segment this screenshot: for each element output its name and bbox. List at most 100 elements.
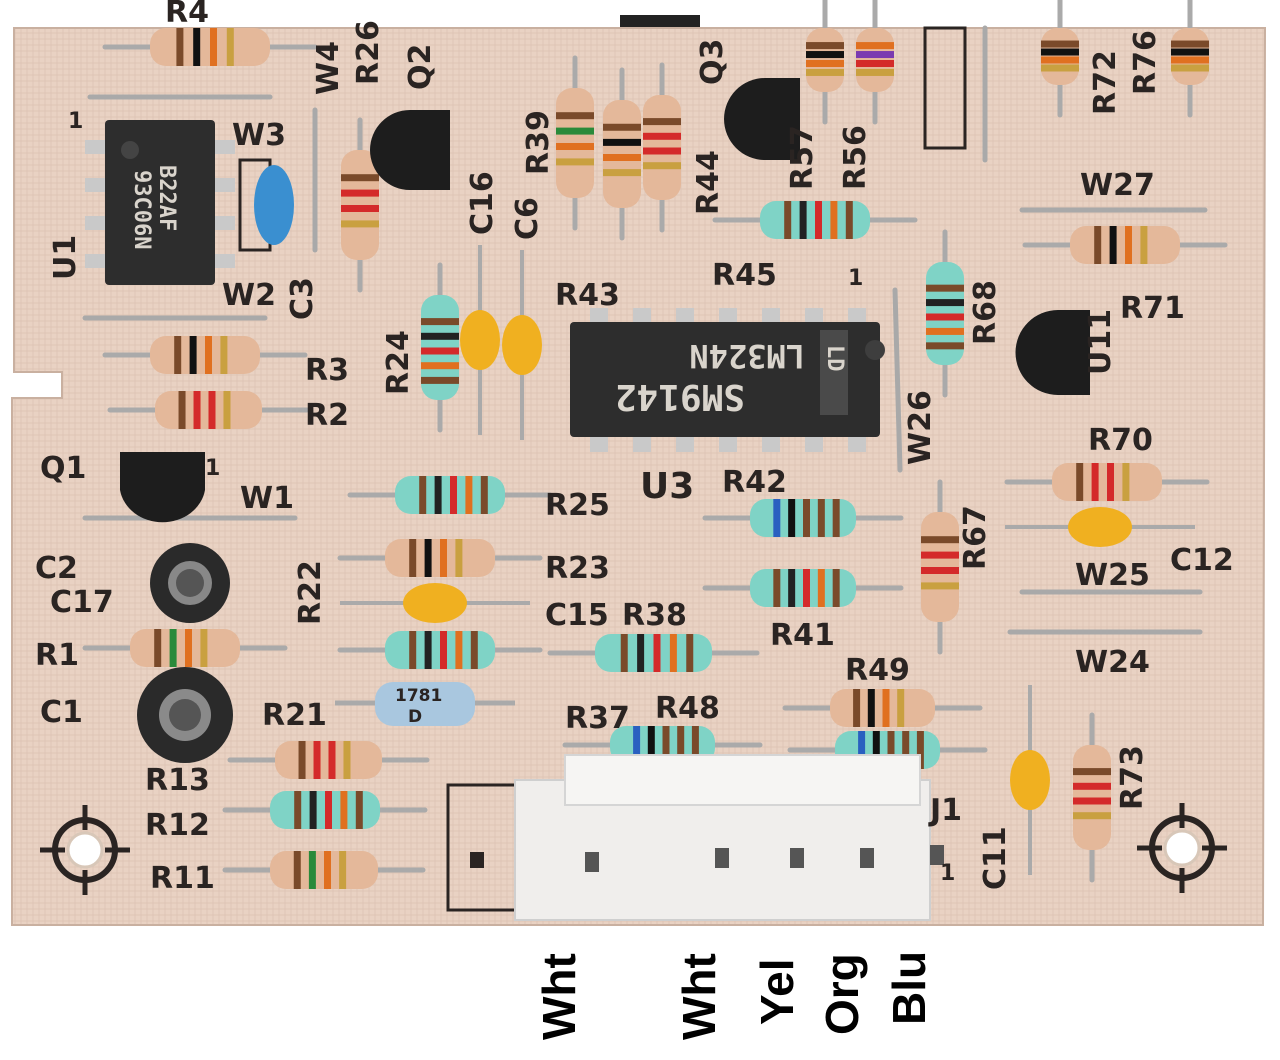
pcb-board [11, 27, 1267, 926]
label-w2: W2 [222, 278, 276, 313]
resistor [547, 634, 760, 672]
resistor [702, 499, 904, 537]
resistor [921, 479, 959, 655]
label-u11: U11 [1083, 309, 1118, 375]
label-r43: R43 [555, 278, 620, 313]
resistor [806, 0, 844, 125]
ceramic-capacitor [1010, 685, 1050, 875]
label-r71: R71 [1120, 291, 1185, 326]
label-r44: R44 [691, 150, 726, 215]
label-q3: Q3 [695, 39, 730, 85]
resistor [712, 201, 918, 239]
label-r72: R72 [1088, 50, 1123, 115]
wire-label-white-1: Wht [533, 953, 585, 1040]
label-r49: R49 [845, 653, 910, 688]
label-w24: W24 [1075, 645, 1150, 680]
label-r24: R24 [381, 330, 416, 395]
label-r70: R70 [1088, 423, 1153, 458]
label-j1-pin1: 1 [940, 861, 955, 886]
label-w3: W3 [232, 118, 286, 153]
u1-marking-1: B22AF [154, 165, 179, 231]
label-r76: R76 [1128, 30, 1163, 95]
ceramic-capacitor [460, 245, 500, 435]
label-w25: W25 [1075, 558, 1150, 593]
u3-marking-2: SM9142 [615, 376, 745, 417]
film-capacitor [238, 158, 294, 252]
u3-badge: LD [822, 345, 847, 372]
label-r23: R23 [545, 551, 610, 586]
transistors [120, 78, 1090, 523]
resistor [1022, 226, 1228, 264]
resistor [782, 689, 983, 727]
label-r22: R22 [293, 560, 328, 625]
label-c16: C16 [465, 171, 500, 235]
label-r42: R42 [722, 465, 787, 500]
diode-marking-2: D [408, 707, 422, 727]
label-w27: W27 [1080, 168, 1155, 203]
ceramic-capacitor [340, 583, 530, 623]
label-r1: R1 [35, 638, 79, 673]
label-c11: C11 [978, 826, 1013, 890]
resistor [227, 741, 430, 779]
connector-j1 [446, 754, 944, 921]
label-r12: R12 [145, 808, 210, 843]
label-u3-pin1: 1 [848, 266, 863, 291]
resistor [702, 569, 904, 607]
label-q1: Q1 [40, 451, 86, 486]
resistor [1073, 712, 1111, 883]
label-c17: C17 [50, 585, 114, 620]
label-r21: R21 [262, 698, 327, 733]
electrolytic-capacitors [137, 543, 233, 763]
label-c3: C3 [285, 277, 320, 320]
label-c6: C6 [510, 197, 545, 240]
resistor [421, 262, 459, 433]
transistor-q2 [370, 110, 450, 190]
wire-label-white-2: Wht [673, 953, 725, 1040]
label-c2: C2 [35, 551, 78, 586]
jumper-wires [82, 25, 1208, 635]
label-r57: R57 [785, 125, 820, 190]
resistor [337, 631, 543, 669]
resistor [222, 791, 428, 829]
diode-marking-1: 1781 [395, 686, 442, 706]
wire-label-orange: Org [816, 953, 868, 1035]
transistor-q3 [724, 78, 800, 160]
u1-marking-2: 93C06N [129, 170, 154, 249]
label-u3: U3 [640, 466, 694, 507]
component-top-edge [620, 15, 700, 27]
label-q2: Q2 [403, 44, 438, 90]
resistor [102, 28, 318, 66]
mounting-hole-right [1137, 803, 1227, 893]
label-r67: R67 [958, 505, 993, 570]
label-u1-pin1: 1 [68, 109, 83, 134]
diode-1781: 1781 D [335, 682, 515, 727]
resistor [222, 851, 426, 889]
label-c12: C12 [1170, 543, 1234, 578]
mounting-hole-left [40, 805, 130, 895]
label-r11: R11 [150, 861, 215, 896]
label-r26: R26 [351, 20, 386, 85]
label-r13: R13 [145, 763, 210, 798]
label-w26: W26 [903, 390, 938, 465]
label-r39: R39 [521, 110, 556, 175]
resistor [926, 229, 964, 398]
label-r3: R3 [305, 353, 349, 388]
wire-label-yellow: Yel [751, 958, 803, 1025]
ceramic-capacitor [1005, 507, 1195, 547]
label-r25: R25 [545, 488, 610, 523]
label-r37: R37 [565, 701, 630, 736]
resistor [643, 62, 681, 233]
label-r48: R48 [655, 691, 720, 726]
label-r41: R41 [770, 618, 835, 653]
resistor [107, 391, 310, 429]
label-j1: J1 [928, 793, 962, 828]
resistor [1004, 463, 1210, 501]
resistor [856, 0, 894, 125]
wire-label-blue: Blu [883, 950, 935, 1025]
ceramic-capacitor [502, 250, 542, 440]
resistor [556, 55, 594, 231]
u3-marking-1: LM324N [689, 337, 805, 375]
label-w1: W1 [240, 481, 294, 516]
transistor-u11 [1015, 310, 1090, 395]
